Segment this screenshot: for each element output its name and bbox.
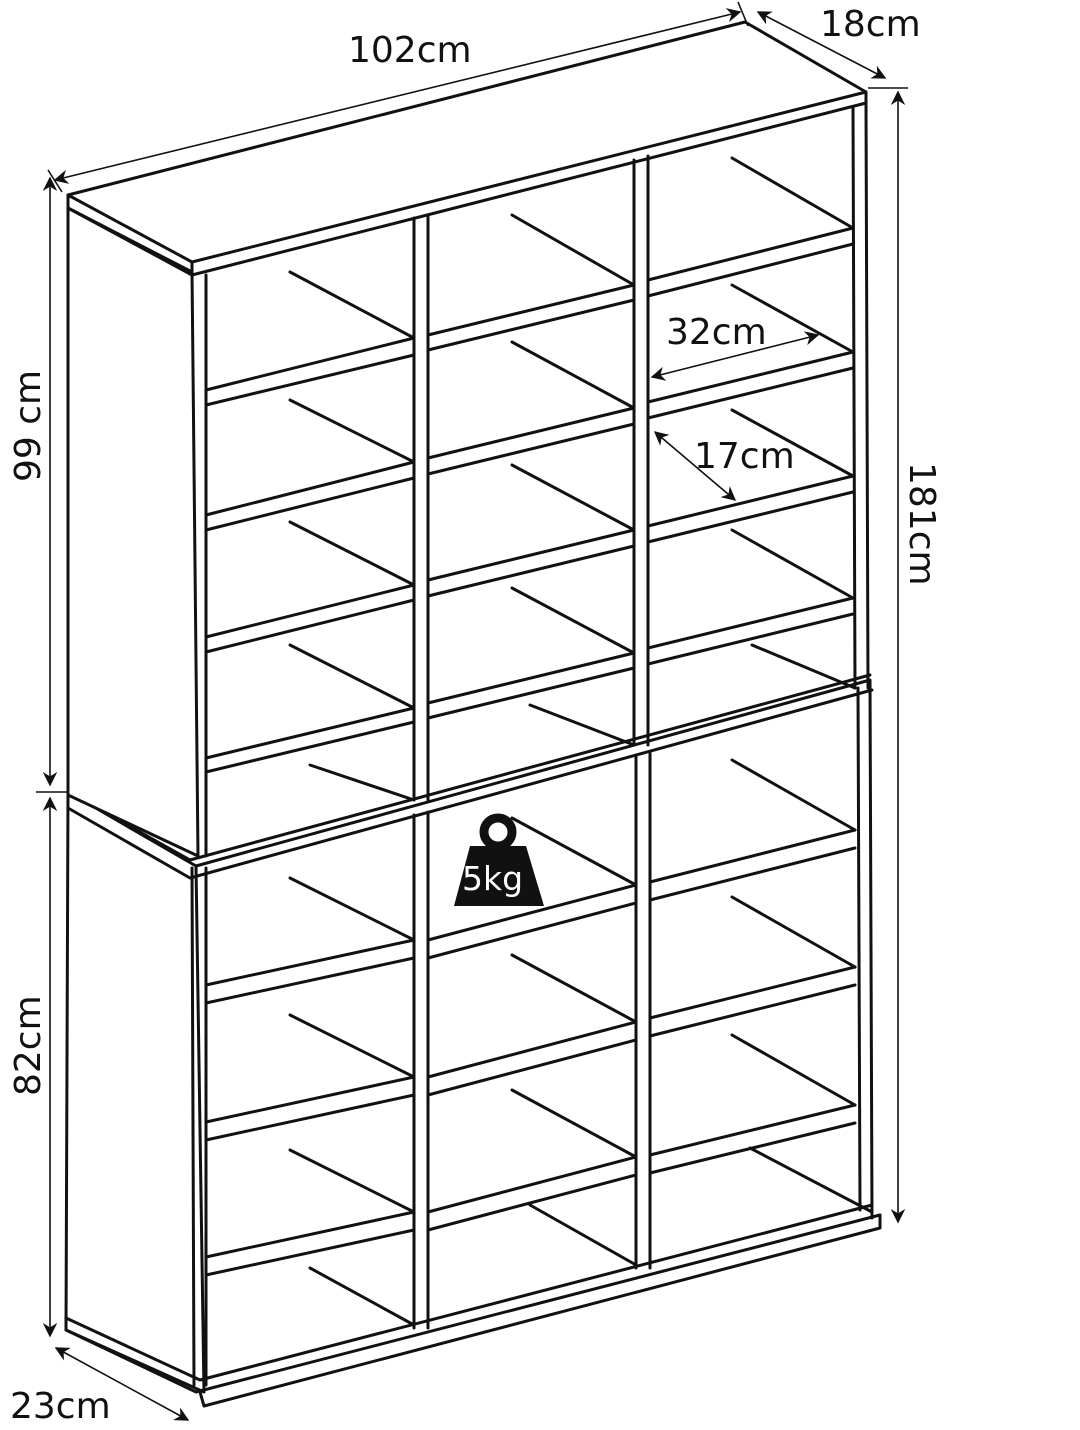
total-width-label: 102cm [348,30,472,71]
compartment-height-label: 17cm [694,436,795,477]
upper-side-panel [66,206,200,858]
weight-icon: 5kg [454,813,544,906]
upper-shelves [204,226,855,774]
upper-shelf-depth-lines [288,156,857,802]
base-depth-label: 23cm [10,1386,111,1427]
total-height-label: 181cm [901,462,942,586]
lower-height-label: 82cm [8,995,49,1096]
load-label: 5kg [462,859,523,898]
compartment-width-label: 32cm [666,312,767,353]
lower-side-panel [64,790,206,1394]
dimension-lines [36,1,908,1421]
top-depth-label: 18cm [820,4,921,45]
upper-height-label: 99 cm [8,370,49,482]
lower-shelf-depth-lines [288,758,874,1327]
lower-module [64,673,882,1408]
